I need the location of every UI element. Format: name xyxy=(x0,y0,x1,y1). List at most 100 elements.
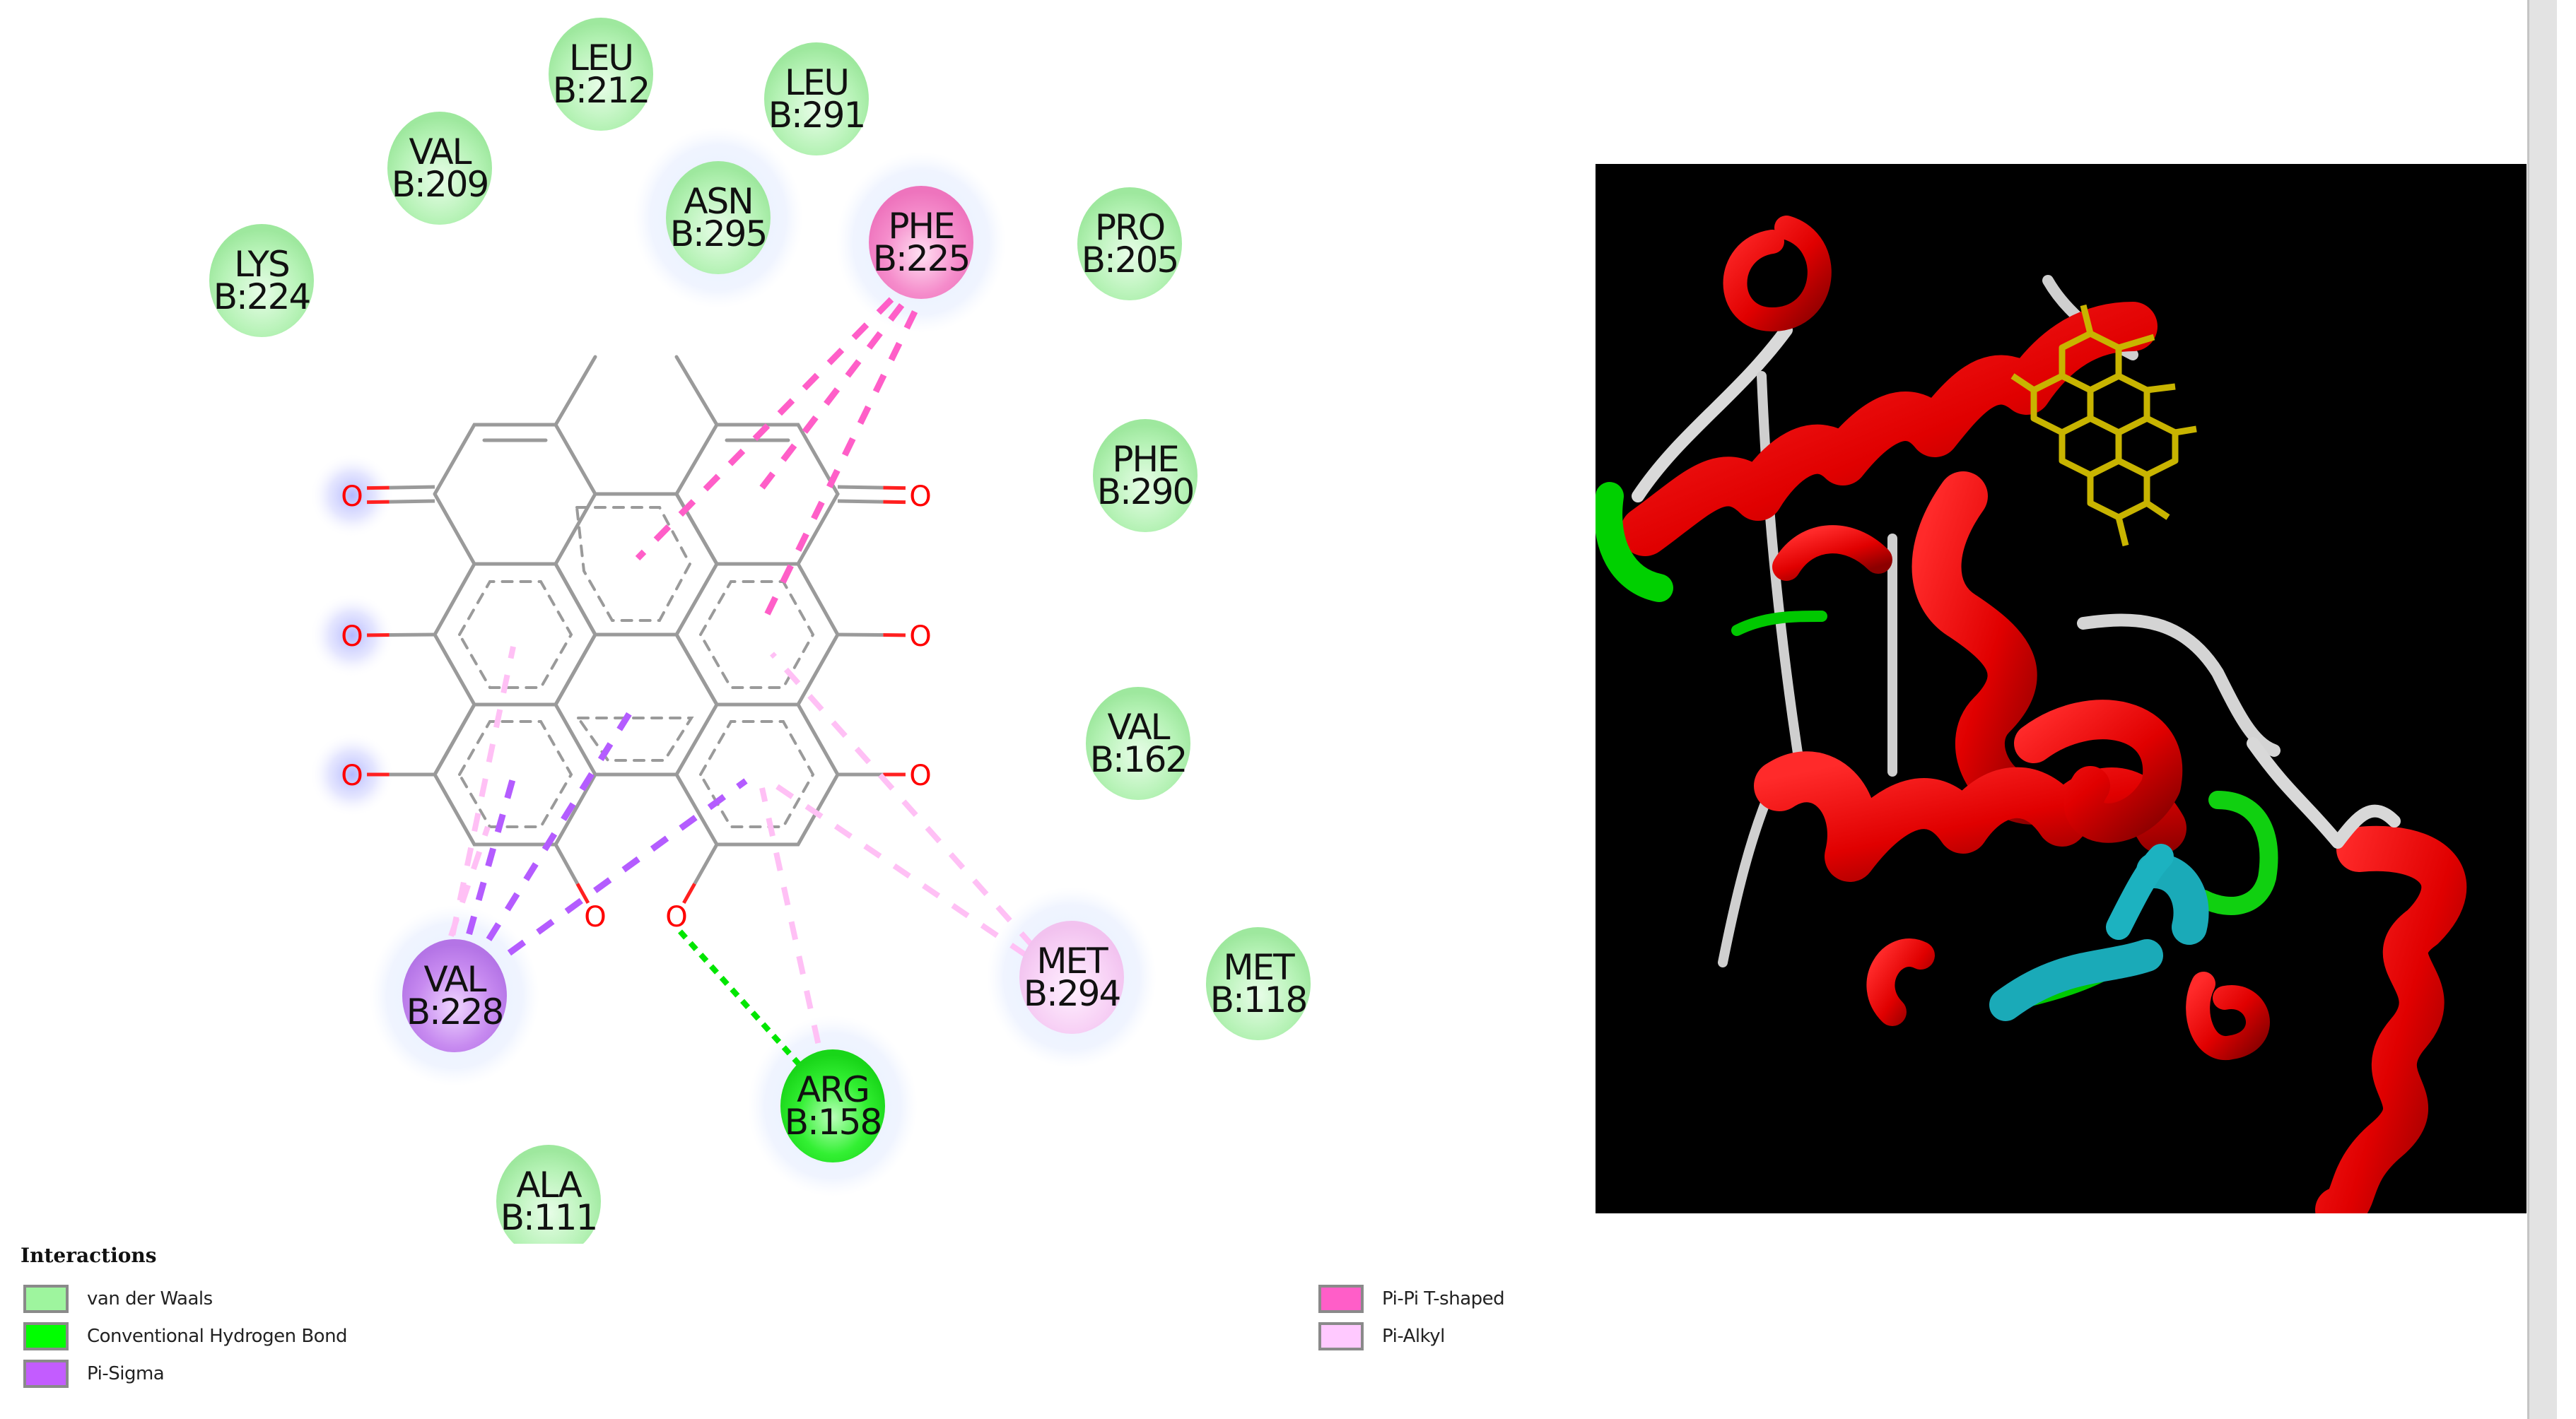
residue-id: B:295 xyxy=(670,213,767,254)
beta-strand xyxy=(2136,853,2209,945)
residue-disc xyxy=(402,939,507,1052)
residue-name: LEU xyxy=(785,62,848,103)
oxygen-glow xyxy=(310,593,394,678)
oxygen-atom-label: O xyxy=(584,901,606,934)
beta-strand xyxy=(2106,844,2174,940)
oxygen-atom-label: O xyxy=(909,481,931,513)
legend-swatch xyxy=(1318,1322,1364,1350)
residue-disc xyxy=(780,1049,885,1162)
beta-strand xyxy=(1989,939,2163,1021)
helix xyxy=(2315,825,2467,1213)
legend-swatch xyxy=(23,1322,69,1350)
legend-label: Pi-Sigma xyxy=(87,1363,165,1384)
interaction-line-conventional-hydrogen-bond xyxy=(678,929,815,1082)
residue-name: LEU xyxy=(569,37,633,78)
legend-item-pi-pi-t-shaped: Pi-Pi T-shaped xyxy=(1318,1283,1505,1314)
residue-name: ALA xyxy=(516,1165,582,1206)
oxygen-bond xyxy=(575,883,590,905)
bond xyxy=(433,702,597,847)
oxygen-bond xyxy=(389,499,435,504)
helix xyxy=(1723,216,1832,331)
residue-disc xyxy=(1019,921,1124,1034)
oxygen-atom-label: O xyxy=(909,620,931,653)
residue-name: VAL xyxy=(423,959,486,1000)
oxygen-glow-layer xyxy=(310,453,394,817)
helix xyxy=(1911,471,2059,825)
legend-label: van der Waals xyxy=(87,1288,213,1309)
residue-id: B:228 xyxy=(406,991,503,1032)
legend-swatch xyxy=(23,1360,69,1388)
legend-title: Interactions xyxy=(21,1244,157,1267)
legend-label: Conventional Hydrogen Bond xyxy=(87,1326,348,1347)
residue-name: VAL xyxy=(409,131,472,172)
protein-ribbon-render xyxy=(1596,216,2467,1213)
residue-name: PHE xyxy=(1112,439,1178,480)
residue-id: B:224 xyxy=(213,276,310,317)
interaction-line-pi-alkyl xyxy=(770,652,1036,949)
residue-id: B:111 xyxy=(500,1197,597,1238)
residue-id: B:294 xyxy=(1024,973,1120,1014)
residue-disc xyxy=(869,186,973,299)
residue-name: MET xyxy=(1223,947,1295,988)
oxygen-bond xyxy=(693,843,719,885)
residue-id: B:162 xyxy=(1090,739,1187,780)
bond xyxy=(674,632,719,707)
interaction-legend: Interactions van der Waals Conventional … xyxy=(0,1237,1626,1419)
coil xyxy=(1718,781,1777,967)
helix xyxy=(2014,700,2183,843)
aromatic-dashes xyxy=(457,506,815,828)
residue-id: B:118 xyxy=(1210,979,1307,1020)
ligand-sticks xyxy=(2010,304,2197,547)
interaction-line-pi-pi-t-shaped xyxy=(760,278,934,623)
residue-id: B:212 xyxy=(553,70,650,111)
vertical-scrollbar[interactable] xyxy=(2527,0,2557,1419)
residue-id: B:225 xyxy=(873,238,970,279)
residue-name: MET xyxy=(1036,941,1108,982)
turn xyxy=(1731,611,1827,636)
residue-disc xyxy=(1093,419,1198,532)
ligand-structure xyxy=(433,355,840,847)
interaction-line-pi-alkyl xyxy=(759,787,829,1078)
legend-label: Pi-Alkyl xyxy=(1382,1326,1445,1347)
oxygen-atom-label: O xyxy=(341,620,363,653)
interaction-lines xyxy=(437,271,1036,1082)
legend-label: Pi-Pi T-shaped xyxy=(1382,1288,1505,1309)
residue-id: B:209 xyxy=(392,164,488,205)
oxygen-bond xyxy=(837,499,884,504)
bond xyxy=(674,423,840,566)
coil xyxy=(2247,737,2401,849)
oxygen-glow xyxy=(310,732,394,817)
residue-id: B:205 xyxy=(1082,240,1178,281)
methyl-bond xyxy=(554,355,597,427)
residue-name: PRO xyxy=(1095,207,1164,248)
residue-id: B:291 xyxy=(768,95,865,136)
legend-swatch xyxy=(1318,1285,1364,1313)
residue-disc xyxy=(1077,187,1182,300)
bond xyxy=(554,702,719,777)
oxygen-atom-label: O xyxy=(341,760,363,792)
turn xyxy=(1596,482,1673,602)
residue-disc xyxy=(387,112,492,225)
protein-3d-view[interactable] xyxy=(1596,164,2527,1213)
oxygen-atom-label: O xyxy=(665,901,687,934)
residue-disc xyxy=(549,18,653,131)
bond xyxy=(674,702,840,847)
residue-disc xyxy=(1206,927,1311,1040)
residue-disc xyxy=(764,42,869,155)
